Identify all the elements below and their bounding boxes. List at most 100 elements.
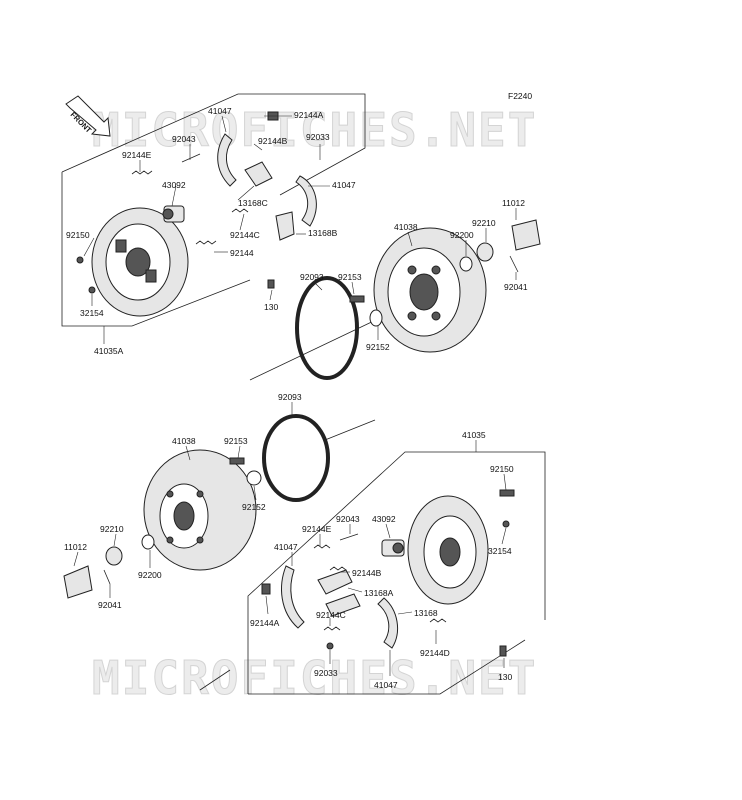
label-43092: 43092 bbox=[162, 180, 186, 190]
divider-line-bottom-left bbox=[199, 669, 231, 691]
label-92210: 92210 bbox=[472, 218, 496, 228]
label-41035A: 41035A bbox=[94, 346, 124, 356]
figure-code: F2240 bbox=[508, 91, 532, 101]
label-41035: 41035 bbox=[462, 430, 486, 440]
top-pin-92041 bbox=[509, 255, 519, 273]
top-seal-ring bbox=[295, 276, 359, 380]
bottom-pin-92043 bbox=[339, 533, 359, 541]
label-130-bottom: 130 bbox=[498, 672, 512, 682]
label-92200-bottom: 92200 bbox=[138, 570, 162, 580]
label-92153-bottom: 92153 bbox=[224, 436, 248, 446]
top-nipple-32154 bbox=[88, 286, 96, 294]
bottom-brake-drum bbox=[143, 449, 257, 571]
top-washer-92200 bbox=[459, 256, 473, 272]
label-92144C-bottom: 92144C bbox=[316, 610, 346, 620]
label-41047-bottom-right: 41047 bbox=[374, 680, 398, 690]
bottom-washer-92152 bbox=[246, 470, 262, 486]
label-92153: 92153 bbox=[338, 272, 362, 282]
bottom-bolt-92153 bbox=[229, 457, 245, 465]
label-92033-bottom: 92033 bbox=[314, 668, 338, 678]
bottom-seal-ring bbox=[262, 414, 330, 502]
leader-lines bbox=[73, 115, 517, 676]
top-frame bbox=[61, 93, 366, 327]
label-92200: 92200 bbox=[450, 230, 474, 240]
label-13168: 13168 bbox=[414, 608, 438, 618]
label-11012: 11012 bbox=[502, 198, 525, 208]
label-92093-bottom: 92093 bbox=[278, 392, 302, 402]
label-92144A: 92144A bbox=[294, 110, 324, 120]
watermark-top: MICROFICHES.NET bbox=[92, 103, 537, 157]
label-92210-bottom: 92210 bbox=[100, 524, 124, 534]
bottom-cap-11012 bbox=[63, 565, 93, 599]
top-wheel-cylinder bbox=[162, 205, 185, 223]
label-92152-bottom: 92152 bbox=[242, 502, 266, 512]
top-bleeder-130 bbox=[267, 279, 275, 289]
top-lever-13168B bbox=[275, 211, 295, 241]
label-130: 130 bbox=[264, 302, 278, 312]
bottom-spring-92144D bbox=[429, 618, 447, 623]
label-41038-bottom: 41038 bbox=[172, 436, 196, 446]
label-32154: 32154 bbox=[80, 308, 104, 318]
bottom-lever-13168A bbox=[317, 569, 353, 595]
bottom-pin-92041 bbox=[103, 569, 111, 585]
part-labels: 41047 92144A 92043 92144B 92033 92144E 4… bbox=[64, 106, 528, 690]
label-92144B-bottom: 92144B bbox=[352, 568, 382, 578]
label-41038: 41038 bbox=[394, 222, 418, 232]
label-92144A-bottom: 92144A bbox=[250, 618, 280, 628]
label-92150: 92150 bbox=[66, 230, 90, 240]
top-spring-92144C bbox=[231, 208, 249, 213]
bottom-washer-92200 bbox=[141, 534, 155, 550]
label-92043: 92043 bbox=[172, 134, 196, 144]
label-32154-bottom: 32154 bbox=[488, 546, 512, 556]
bottom-spring-92144E bbox=[313, 544, 331, 549]
bottom-nipple-32154 bbox=[502, 520, 510, 528]
top-pin-92043 bbox=[181, 153, 201, 163]
label-92041: 92041 bbox=[504, 282, 528, 292]
bottom-clip-92033 bbox=[326, 642, 334, 650]
label-92144D: 92144D bbox=[420, 648, 450, 658]
label-92093: 92093 bbox=[300, 272, 324, 282]
label-13168C: 13168C bbox=[238, 198, 268, 208]
top-brake-shoe-lower bbox=[295, 175, 317, 227]
divider-line-top bbox=[249, 317, 381, 381]
bottom-brake-shoe-right bbox=[377, 597, 399, 649]
label-92033: 92033 bbox=[306, 132, 330, 142]
top-spring-92144E bbox=[131, 170, 153, 175]
top-washer-92152 bbox=[369, 309, 383, 327]
bottom-frame bbox=[247, 451, 546, 695]
label-92152: 92152 bbox=[366, 342, 390, 352]
label-41047-bottom: 41047 bbox=[274, 542, 298, 552]
bottom-spring-92144C bbox=[323, 626, 341, 631]
label-92144B: 92144B bbox=[258, 136, 288, 146]
top-spring-92144 bbox=[195, 240, 217, 245]
label-92144: 92144 bbox=[230, 248, 254, 258]
top-bolt-92150 bbox=[76, 256, 84, 264]
bottom-lever-13168 bbox=[325, 593, 361, 617]
bottom-clip-92144A bbox=[261, 583, 271, 595]
top-cap-11012 bbox=[511, 219, 541, 251]
top-bolt-92153 bbox=[349, 295, 365, 303]
label-92144E: 92144E bbox=[122, 150, 152, 160]
top-brake-shoe-upper bbox=[217, 133, 237, 187]
bottom-bolt-92150 bbox=[499, 489, 515, 497]
bottom-backing-plate bbox=[407, 495, 489, 605]
label-92144E-bottom: 92144E bbox=[302, 524, 332, 534]
label-92144C: 92144C bbox=[230, 230, 260, 240]
bottom-nut-92210 bbox=[105, 546, 123, 566]
label-13168A: 13168A bbox=[364, 588, 394, 598]
top-nut-92210 bbox=[476, 242, 494, 262]
bottom-bleeder-130 bbox=[499, 645, 507, 657]
divider-line-bottom bbox=[324, 419, 376, 441]
bottom-spring-92144B bbox=[329, 566, 347, 571]
label-92041-bottom: 92041 bbox=[98, 600, 122, 610]
label-92150-bottom: 92150 bbox=[490, 464, 514, 474]
bottom-brake-shoe-left bbox=[281, 565, 305, 629]
watermark-bottom: MICROFICHES.NET bbox=[92, 651, 537, 705]
top-backing-plate bbox=[91, 207, 189, 317]
top-brake-drum bbox=[373, 227, 487, 353]
label-43092-bottom: 43092 bbox=[372, 514, 396, 524]
label-92043-bottom: 92043 bbox=[336, 514, 360, 524]
label-41047-lower: 41047 bbox=[332, 180, 356, 190]
top-lever-13168C bbox=[244, 161, 273, 187]
